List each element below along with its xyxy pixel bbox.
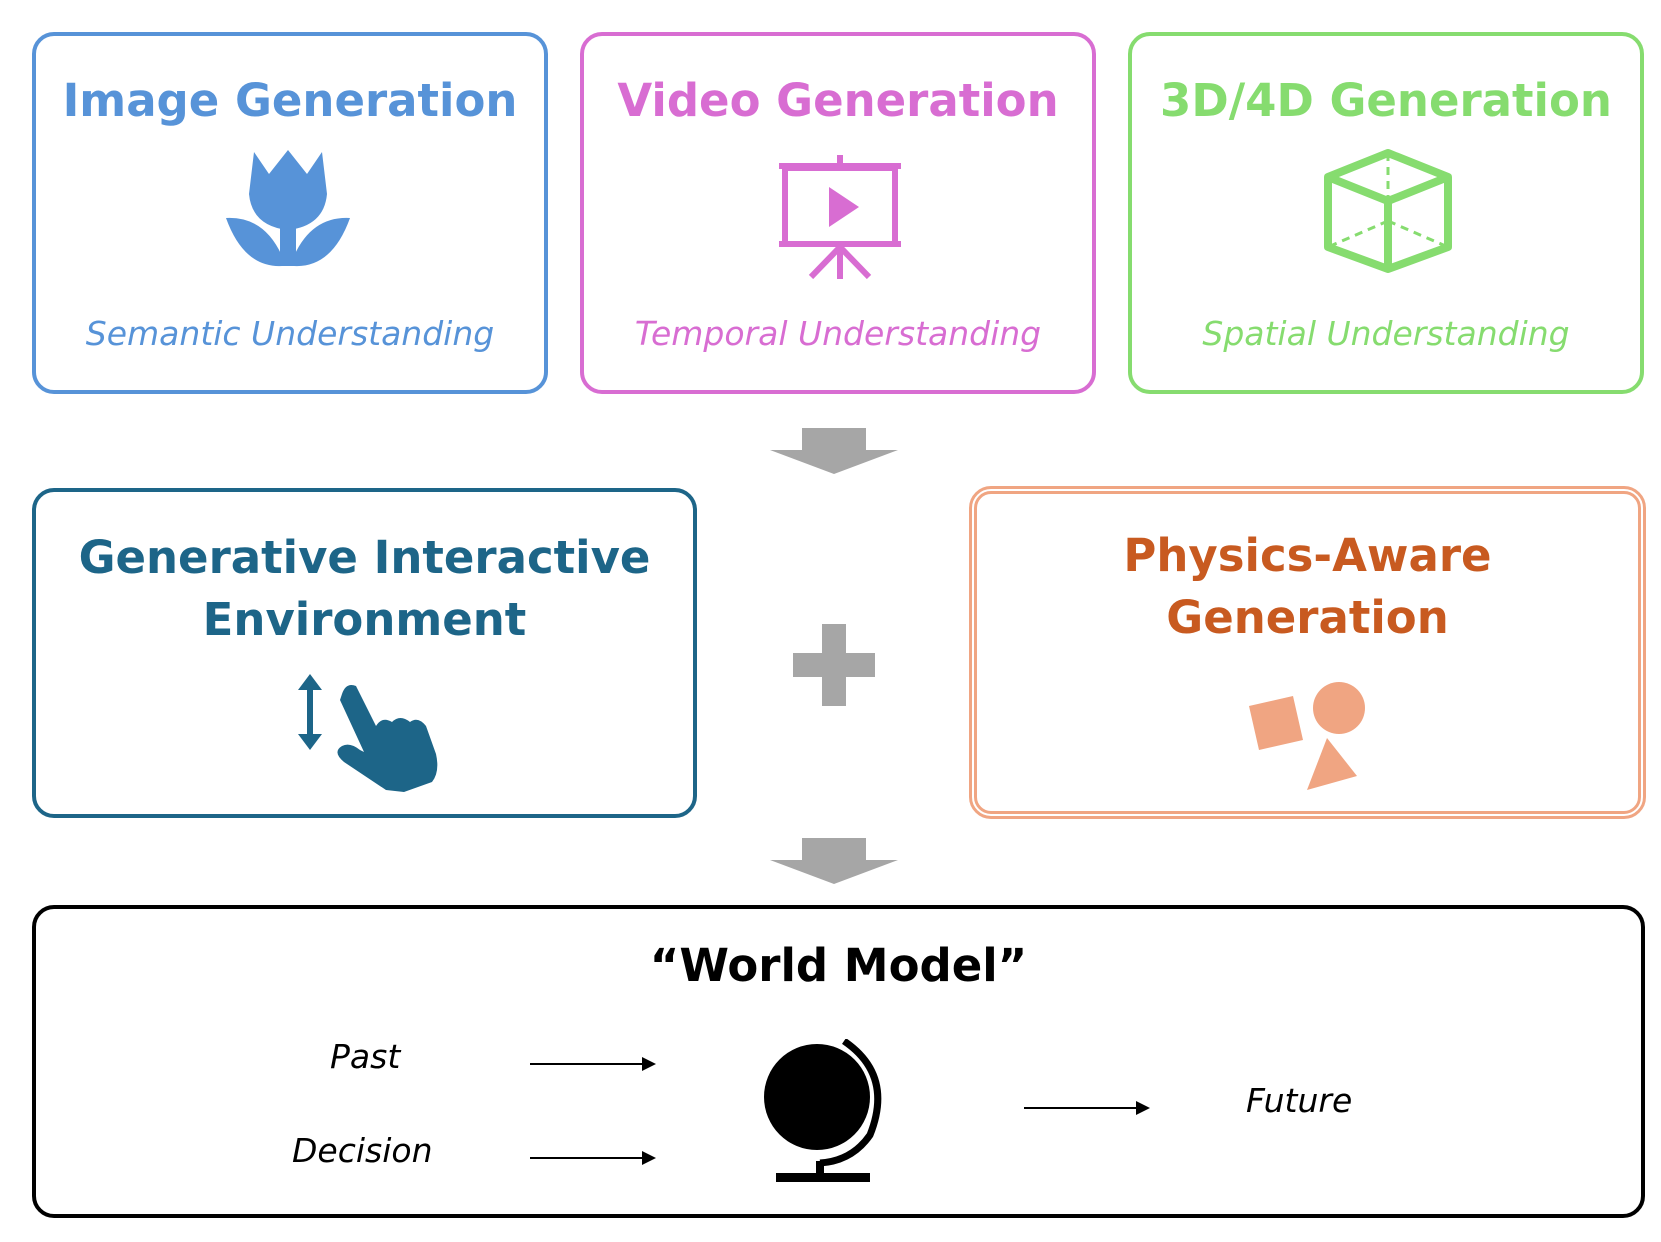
video-generation-subtitle: Temporal Understanding xyxy=(634,314,1042,353)
presentation-play-icon xyxy=(779,155,901,279)
past-arrow xyxy=(530,1057,656,1071)
down-arrow-icon xyxy=(770,428,898,474)
world-model-box: “World Model” Past Decision Future xyxy=(32,905,1645,1218)
3d4d-generation-subtitle: Spatial Understanding xyxy=(1202,314,1570,353)
decision-label: Decision xyxy=(292,1131,433,1170)
past-label: Past xyxy=(330,1037,401,1076)
title-line-1: Generative Interactive xyxy=(78,531,651,584)
title-line-2: Environment xyxy=(202,593,527,646)
3d4d-generation-box: 3D/4D Generation Spatial Understanding xyxy=(1128,32,1644,394)
physics-aware-generation-box: Physics-Aware Generation xyxy=(969,486,1646,819)
future-arrow xyxy=(1024,1101,1150,1115)
physics-aware-generation-title: Physics-Aware Generation xyxy=(977,525,1638,649)
image-generation-subtitle: Semantic Understanding xyxy=(85,314,495,353)
decision-arrow xyxy=(530,1151,656,1165)
video-generation-title: Video Generation xyxy=(617,74,1059,127)
generative-interactive-environment-box: Generative Interactive Environment xyxy=(32,488,697,818)
world-model-title: “World Model” xyxy=(649,939,1028,992)
cube-icon xyxy=(1324,149,1452,273)
title-line-2: Generation xyxy=(1166,591,1449,644)
title-line-1: Physics-Aware xyxy=(1123,529,1492,582)
down-arrow-icon xyxy=(770,838,898,884)
globe-icon xyxy=(764,1039,882,1182)
3d4d-generation-title: 3D/4D Generation xyxy=(1160,74,1612,127)
tulip-icon xyxy=(226,150,350,267)
image-generation-box: Image Generation Semantic Understanding xyxy=(32,32,548,394)
shapes-icon xyxy=(1249,682,1365,790)
generative-interactive-environment-title: Generative Interactive Environment xyxy=(36,527,693,651)
future-label: Future xyxy=(1246,1081,1353,1120)
video-generation-box: Video Generation Temporal Understanding xyxy=(580,32,1096,394)
image-generation-title: Image Generation xyxy=(62,74,518,127)
touch-swipe-icon xyxy=(298,674,438,792)
plus-icon xyxy=(793,624,875,706)
